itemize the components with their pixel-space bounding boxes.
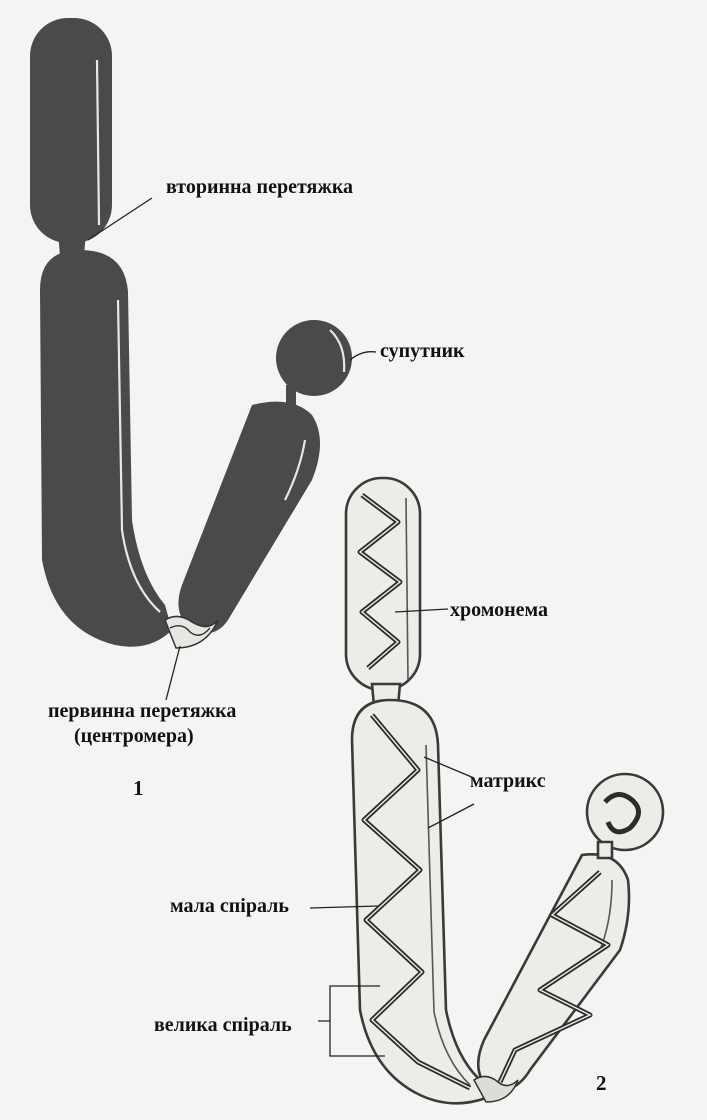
label-matrix: матрикс [470, 770, 546, 792]
satellite-body [276, 320, 352, 396]
chromosome-1-long-arm [40, 250, 172, 647]
chromosome-2-long-arm [350, 698, 488, 1105]
chromosome-2 [344, 476, 665, 1105]
label-primary-constriction: первинна перетяжка [48, 700, 236, 722]
label-secondary-constriction: вторинна перетяжка [166, 176, 353, 198]
leader-primary-constriction [165, 645, 181, 701]
figure-2-number: 2 [596, 1071, 607, 1095]
leader-secondary-constriction [87, 197, 153, 241]
centromere-constriction [164, 615, 219, 649]
chromosome-1-right-arm [178, 401, 320, 634]
satellite-2-body [585, 772, 665, 852]
label-chromonema: хромонема [450, 599, 548, 621]
label-centromere: (центромера) [74, 725, 194, 747]
leader-matrix-bottom [427, 803, 475, 829]
leader-matrix-top [423, 756, 475, 779]
label-small-spiral: мала спіраль [170, 895, 289, 917]
centromere-2 [473, 1075, 519, 1103]
leader-small-spiral [309, 905, 379, 909]
leader-satellite [349, 351, 377, 361]
chromosome-2-right-arm [476, 852, 631, 1093]
leader-chromonema [394, 608, 449, 613]
label-satellite: супутник [380, 340, 465, 362]
figure-1-number: 1 [133, 776, 144, 800]
label-large-spiral: велика спіраль [154, 1014, 292, 1036]
chromosome-1-top-segment [30, 18, 112, 243]
leader-large-spiral-bracket [318, 985, 385, 1057]
chromosome-1 [30, 18, 352, 649]
